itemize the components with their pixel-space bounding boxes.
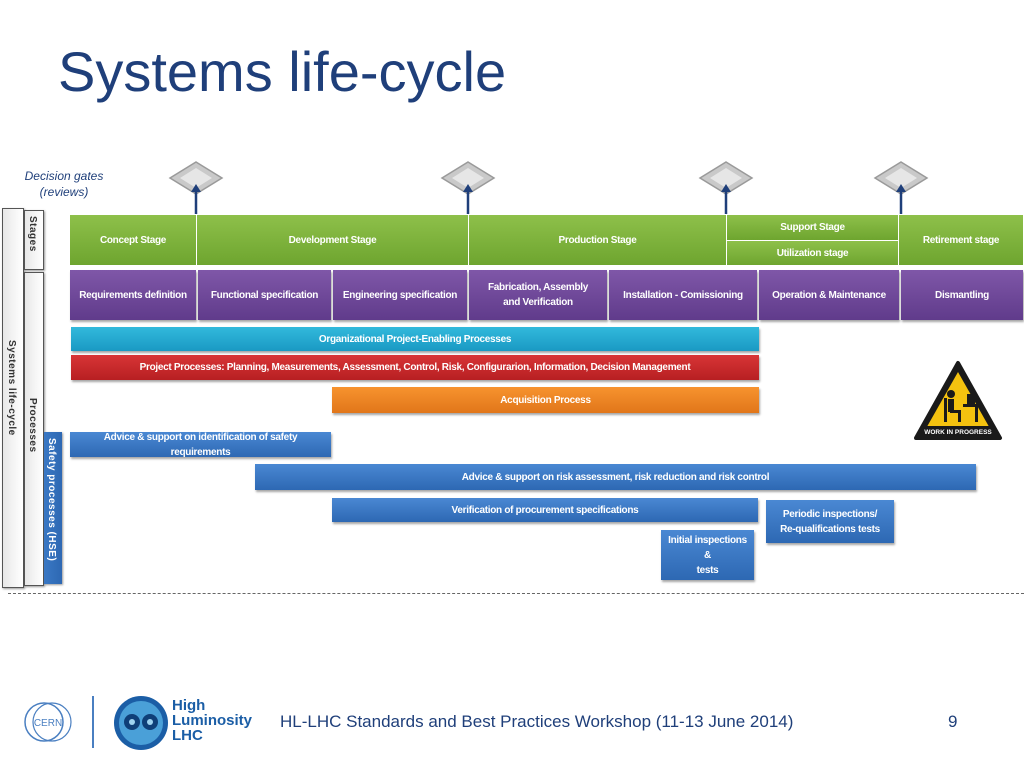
cern-logo-icon: CERN	[24, 702, 72, 742]
decision-gates-label: Decision gates (reviews)	[14, 168, 114, 200]
worker-at-desk-icon	[944, 390, 979, 422]
stage-concept: Concept Stage	[70, 215, 197, 265]
process-acquisition: Acquisition Process	[332, 387, 759, 413]
decision-gate-icon	[873, 161, 929, 214]
systems-life-cycle-label: Systems life-cycle	[6, 340, 17, 436]
activity-installation-comissioning: Installation - Comissioning	[609, 270, 757, 320]
safety-initial-line1: Initial inspections &	[668, 534, 747, 561]
stage-retirement: Retirement stage	[899, 215, 1023, 265]
hl-logo-line2: Luminosity	[172, 712, 253, 729]
decision-gate-icon	[698, 161, 754, 214]
processes-bar	[24, 272, 44, 586]
cern-logo-text: CERN	[34, 718, 62, 729]
stages-bar	[24, 210, 44, 270]
hl-logo-line3: LHC	[172, 727, 203, 744]
decision-gates-label-line2: (reviews)	[39, 185, 89, 199]
processes-label: Processes	[27, 398, 38, 453]
safety-advice-requirements: Advice & support on identification of sa…	[70, 432, 331, 458]
process-project: Project Processes: Planning, Measurement…	[71, 355, 759, 380]
safety-advice-risk: Advice & support on risk assessment, ris…	[255, 464, 976, 490]
decision-gates-label-line1: Decision gates	[24, 169, 104, 183]
activity-dismantling: Dismantling	[901, 270, 1023, 320]
page-number: 9	[948, 712, 958, 731]
systems-life-cycle-bar	[2, 208, 24, 588]
process-organizational: Organizational Project-Enabling Processe…	[71, 327, 759, 351]
safety-periodic-inspections: Periodic inspections/ Re-qualifications …	[766, 500, 894, 543]
stages-label: Stages	[27, 216, 38, 252]
decision-gate-icon	[440, 161, 496, 214]
safety-initial-inspections: Initial inspections & tests	[661, 530, 754, 580]
warning-sign-text: WORK IN PROGRESS	[924, 429, 992, 436]
stage-production: Production Stage	[469, 215, 727, 265]
safety-verification-procurement: Verification of procurement specificatio…	[332, 498, 758, 522]
hl-lhc-logo-text: High Luminosity LHC	[172, 698, 252, 743]
stage-utilization: Utilization stage	[727, 241, 899, 265]
safety-processes-label: Safety processes (HSE)	[46, 438, 57, 562]
divider-line	[8, 593, 1024, 594]
footer-separator	[92, 696, 94, 748]
safety-periodic-line1: Periodic inspections/	[782, 508, 878, 520]
decision-gate-icon	[168, 161, 224, 214]
activity-fabrication-assembly: Fabrication, Assembly and Verification	[469, 270, 607, 320]
work-in-progress-sign: WORK IN PROGRESS	[914, 361, 1002, 440]
stage-development: Development Stage	[197, 215, 469, 265]
activity-requirements-definition: Requirements definition	[70, 270, 196, 320]
footer-workshop-title: HL-LHC Standards and Best Practices Work…	[280, 712, 794, 731]
safety-initial-line2: tests	[696, 564, 719, 576]
safety-processes-bar	[44, 432, 62, 584]
hl-lhc-logo-icon	[114, 696, 168, 750]
page-title: Systems life-cycle	[58, 40, 507, 103]
activity-engineering-specification: Engineering specification	[333, 270, 467, 320]
activity-functional-specification: Functional specification	[198, 270, 331, 320]
hl-logo-line1: High	[172, 697, 206, 714]
safety-periodic-line2: Re-qualifications tests	[780, 523, 880, 535]
activity-operation-maintenance: Operation & Maintenance	[759, 270, 899, 320]
stage-support: Support Stage	[727, 215, 899, 240]
